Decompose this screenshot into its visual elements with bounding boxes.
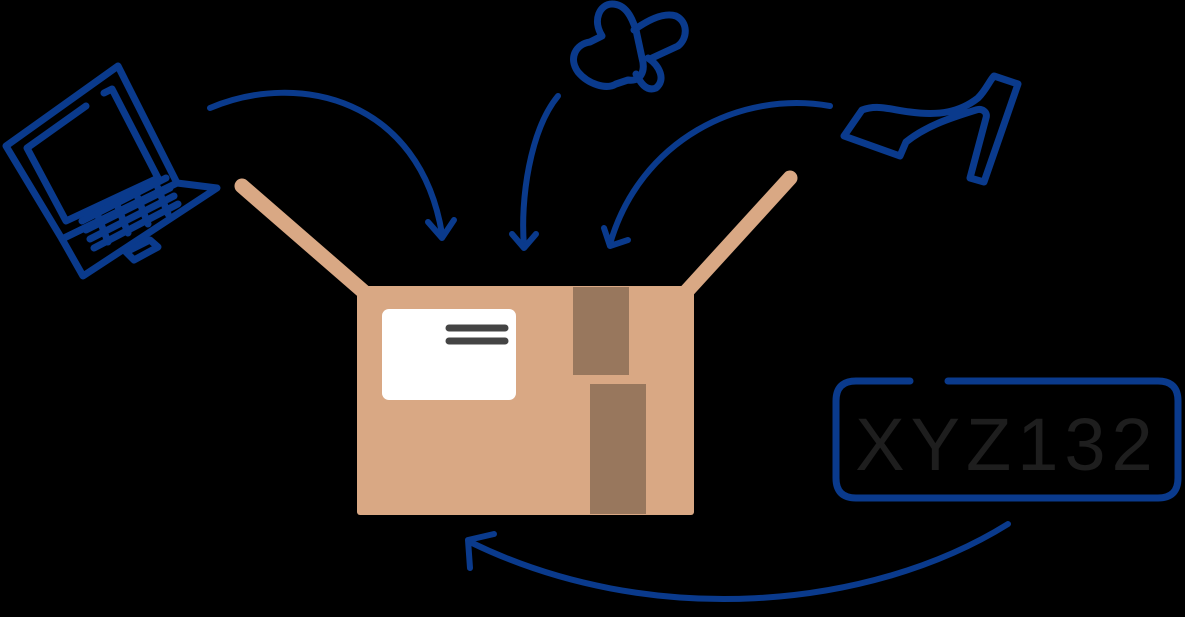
arrows bbox=[207, 89, 1011, 603]
packing-tape-top bbox=[573, 287, 629, 375]
arrow-shoe-to-box bbox=[607, 100, 833, 247]
laptop-icon bbox=[2, 62, 221, 280]
arrow-laptop-to-box bbox=[207, 89, 445, 237]
license-plate-icon: XYZ132 bbox=[832, 377, 1182, 502]
shipping-box bbox=[357, 286, 694, 515]
arrow-pacifier-to-box bbox=[520, 93, 561, 249]
packing-tape-bottom bbox=[590, 384, 646, 514]
license-plate-text: XYZ132 bbox=[855, 403, 1158, 486]
pacifier-icon bbox=[570, 0, 689, 93]
high-heel-icon bbox=[840, 72, 1022, 186]
shipping-label bbox=[382, 309, 516, 400]
arrow-plate-to-box bbox=[467, 521, 1011, 603]
box-flaps bbox=[234, 170, 798, 300]
